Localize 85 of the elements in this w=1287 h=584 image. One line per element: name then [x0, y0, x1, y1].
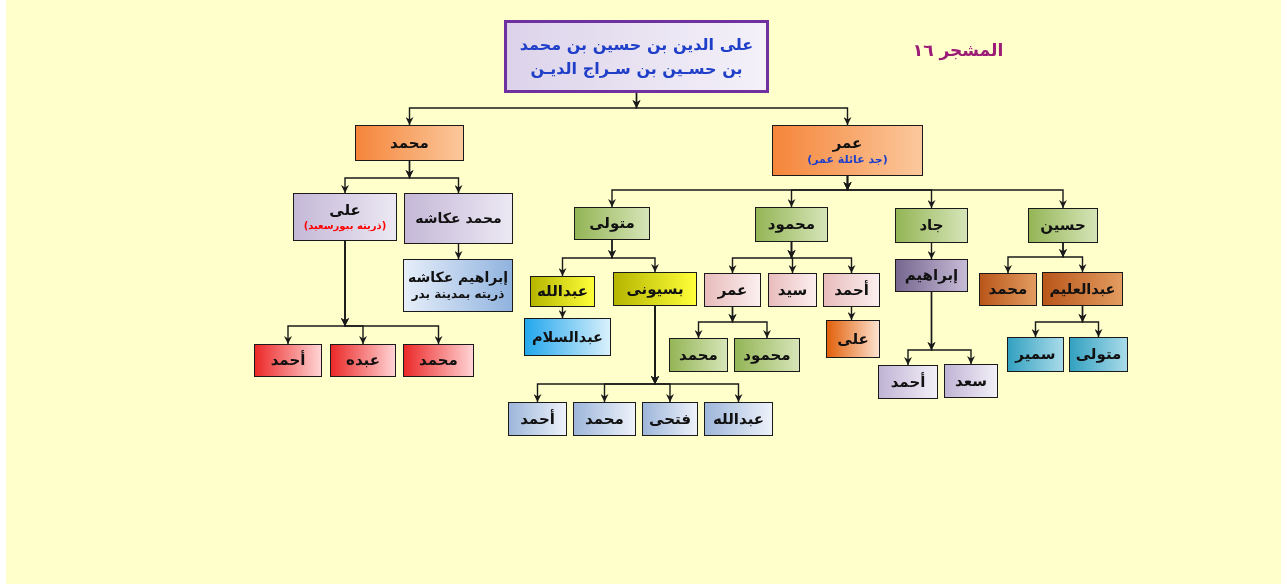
name-text: إبراهيم عكاشه [407, 269, 509, 287]
name-text: على [837, 329, 869, 349]
name-text: محمد [419, 351, 458, 370]
arrow [405, 92, 641, 126]
name-text: أحمد [520, 409, 555, 429]
root-name-box [504, 20, 769, 93]
arrow [558, 306, 567, 319]
name-box [404, 193, 513, 244]
name-box [1042, 272, 1123, 306]
name-text: محمود [767, 215, 816, 234]
name-text: محمد [585, 409, 624, 429]
name-box [355, 125, 464, 161]
name-box [613, 272, 697, 306]
name-box [878, 365, 938, 399]
name-box [403, 344, 474, 377]
name-box [772, 125, 923, 176]
note-text: ذريته بمدينة بدر [411, 286, 505, 302]
name-text: متولى [1075, 345, 1122, 364]
name-box [293, 193, 397, 241]
diagram-title: المشجر ١٦ [912, 39, 1004, 61]
name-box [895, 259, 968, 292]
name-box [704, 273, 761, 307]
name-text: عمر [717, 280, 748, 300]
name-text: أحمد [834, 280, 869, 300]
name-text: سيد [777, 280, 808, 300]
name-box [1007, 337, 1064, 372]
name-text: أحمد [270, 351, 306, 370]
name-text: محمد عكاشه [415, 209, 502, 228]
arrow [694, 306, 737, 339]
arrow [847, 306, 856, 321]
name-text: جاد [919, 216, 944, 235]
name-text: عبدالسلام [532, 327, 603, 347]
arrow [608, 175, 852, 208]
name-box [823, 273, 880, 307]
name-text: على [329, 201, 361, 221]
name-box [530, 276, 595, 307]
name-text: بسيونى [626, 279, 684, 299]
name-box [1028, 208, 1098, 243]
name-box [573, 402, 636, 436]
arrow [341, 160, 414, 194]
name-text: عبده [346, 351, 380, 370]
name-text: إبراهيم [904, 266, 959, 285]
name-text: محمود [743, 345, 791, 365]
name-box [768, 273, 817, 307]
name-text: أحمد [890, 372, 926, 392]
name-box [669, 338, 728, 372]
name-text: عبدالعليم [1049, 279, 1116, 299]
arrow [927, 242, 936, 260]
name-box [826, 320, 880, 358]
arrow [1004, 242, 1067, 274]
arrow [904, 291, 936, 366]
name-box [574, 207, 650, 240]
name-text: متولى [589, 214, 635, 233]
arrow [454, 243, 463, 260]
name-box [642, 402, 698, 436]
name-box [895, 208, 968, 243]
note-text: (جد عائلة عمر) [807, 153, 888, 167]
name-box [403, 259, 513, 312]
name-text: على الدين بن حسين بن محمد بن حسـين بن سـراج الديـن [518, 34, 755, 80]
name-text: محمد [988, 280, 1028, 299]
name-box [734, 338, 800, 372]
arrow [533, 305, 659, 403]
arrow [728, 241, 796, 274]
name-box [330, 344, 396, 377]
name-text: عبدالله [537, 282, 588, 301]
name-text: محمد [390, 133, 429, 153]
name-text: حسين [1040, 216, 1086, 235]
name-text: فتحى [649, 409, 691, 429]
arrow [558, 239, 616, 277]
name-box [944, 364, 998, 398]
arrow [1031, 305, 1087, 338]
name-box [1069, 337, 1128, 372]
name-box [524, 318, 611, 356]
name-text: سعد [955, 371, 987, 391]
name-box [254, 344, 322, 377]
name-text: عبدالله [713, 409, 764, 429]
name-box [979, 273, 1037, 306]
name-text: محمد [679, 345, 718, 365]
arrow [284, 240, 349, 345]
name-box [755, 207, 828, 242]
name-text: سمير [1015, 345, 1056, 364]
name-box [508, 402, 567, 436]
name-text: عمر [832, 134, 863, 153]
name-box [704, 402, 773, 436]
note-text: (ذريته ببورسعيد) [303, 220, 387, 233]
